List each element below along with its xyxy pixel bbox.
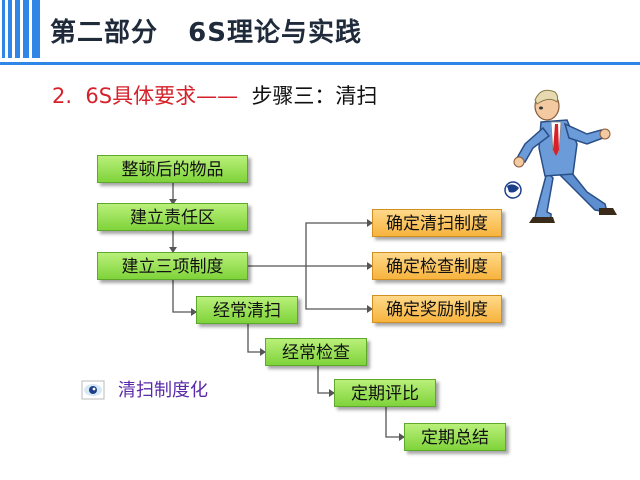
connector-5-6 bbox=[317, 364, 334, 394]
branch-cleaning-system: 确定清扫制度 bbox=[372, 209, 502, 237]
flow-step-responsibility-zone: 建立责任区 bbox=[97, 203, 248, 231]
page-title: 第二部分 6S理论与实践 bbox=[50, 18, 362, 48]
eye-bullet-icon bbox=[81, 380, 105, 400]
arrowhead-2 bbox=[169, 247, 177, 253]
flow-step-regular-inspection: 经常检查 bbox=[265, 338, 367, 366]
arrowhead-6 bbox=[399, 433, 405, 441]
arrowhead-branch-3 bbox=[367, 305, 373, 313]
branch-inspection-system: 确定检查制度 bbox=[372, 252, 502, 280]
connector-4-5 bbox=[247, 324, 265, 353]
arrowhead-1 bbox=[169, 199, 177, 205]
arrowhead-4 bbox=[260, 348, 266, 356]
arrowhead-3 bbox=[191, 308, 197, 316]
flow-step-periodic-summary: 定期总结 bbox=[404, 423, 506, 451]
branch-top bbox=[305, 222, 372, 266]
flow-step-three-systems: 建立三项制度 bbox=[97, 252, 248, 280]
subtitle-number: 2. 6S具体要求—— bbox=[52, 84, 252, 108]
bullet-cleaning-institutionalized: 清扫制度化 bbox=[118, 380, 208, 401]
businessman-bowling-illustration bbox=[504, 89, 617, 223]
branch-reward-system: 确定奖励制度 bbox=[372, 295, 502, 323]
arrowhead-branch-1 bbox=[367, 219, 373, 227]
branch-bottom bbox=[305, 266, 372, 310]
flow-step-regular-cleaning: 经常清扫 bbox=[196, 296, 298, 324]
arrowhead-5 bbox=[329, 389, 335, 397]
section-subtitle: 2. 6S具体要求—— 步骤三：清扫 bbox=[52, 80, 377, 110]
flow-step-sorted-items: 整顿后的物品 bbox=[97, 155, 248, 183]
connector-6-7 bbox=[385, 407, 404, 438]
arrowhead-branch-2 bbox=[367, 262, 373, 270]
header-stripes bbox=[0, 0, 42, 58]
flow-step-periodic-evaluation: 定期评比 bbox=[334, 379, 436, 407]
connector-3-4 bbox=[172, 280, 196, 313]
title-underline bbox=[0, 62, 640, 65]
subtitle-step: 步骤三：清扫 bbox=[251, 84, 378, 108]
